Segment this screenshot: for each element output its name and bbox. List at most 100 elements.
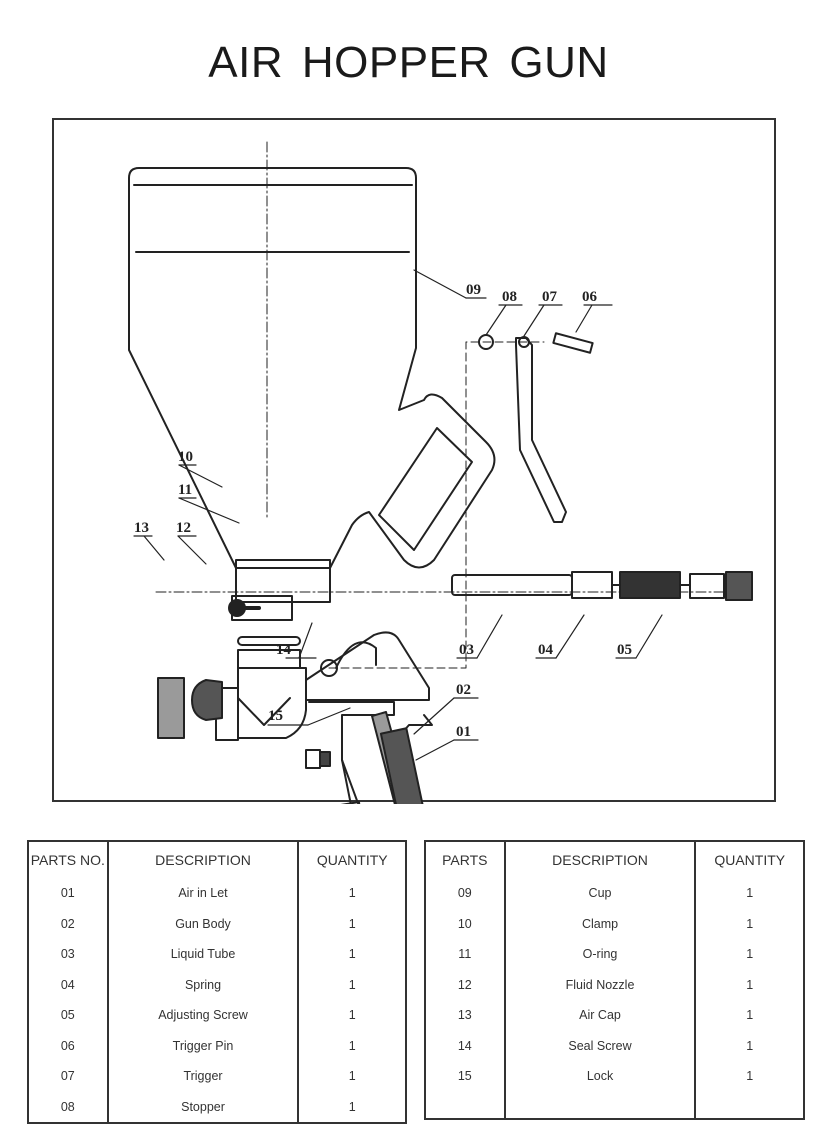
part-quantity: 1	[348, 947, 356, 962]
part-no: 11	[425, 939, 506, 970]
col-header-parts: PARTS	[425, 841, 506, 878]
part-description: Lock	[504, 1061, 697, 1092]
callout-05: 05	[617, 642, 632, 658]
callout-01: 01	[456, 724, 471, 740]
part-description: Air Cap	[504, 1000, 697, 1031]
callout-08: 08	[502, 289, 517, 305]
part-quantity: 1	[746, 916, 754, 931]
part-description: Clamp	[504, 908, 697, 939]
diagram-svg: 09 08 07 06 10 11 13 12 14 15 03 04 05 0…	[128, 141, 753, 804]
part-no: 04	[28, 969, 109, 1000]
callout-03: 03	[459, 642, 474, 658]
part-no: 05	[28, 1000, 109, 1031]
callout-04: 04	[538, 642, 554, 658]
part-no: 03	[28, 939, 109, 970]
hopper-cup	[128, 167, 496, 603]
callout-13: 13	[134, 520, 149, 536]
part-quantity: 1	[746, 1008, 754, 1023]
part-quantity: 1	[348, 886, 356, 901]
callout-09: 09	[466, 282, 481, 298]
trigger-part	[515, 337, 567, 523]
adjusting-screw-part	[679, 571, 753, 601]
part-description: Cup	[504, 878, 697, 909]
part-no: 08	[28, 1091, 109, 1122]
trigger-pivot	[518, 336, 530, 348]
part-no: 02	[28, 908, 109, 939]
col-header-quantity: QUANTITY	[714, 852, 786, 868]
col-header-description: DESCRIPTION	[107, 841, 300, 878]
part-description: Spring	[107, 969, 300, 1000]
assembly-dashed-line	[328, 341, 545, 669]
callout-06: 06	[582, 289, 598, 305]
o-ring-part	[237, 636, 301, 646]
part-quantity: 1	[746, 977, 754, 992]
callout-10: 10	[178, 449, 193, 465]
col-header-description: DESCRIPTION	[504, 841, 697, 878]
page-title: AIR HOPPER GUN	[208, 38, 609, 87]
part-quantity: 1	[746, 947, 754, 962]
part-no: 12	[425, 969, 506, 1000]
part-no: 06	[28, 1030, 109, 1061]
callout-02: 02	[456, 682, 471, 698]
gun-body-part	[215, 631, 433, 804]
part-quantity: 1	[746, 1069, 754, 1084]
part-description: Adjusting Screw	[107, 1000, 300, 1031]
part-description: Trigger	[107, 1061, 300, 1092]
callout-11: 11	[178, 482, 192, 498]
part-description: Stopper	[107, 1091, 300, 1122]
part-description: O-ring	[504, 939, 697, 970]
part-description: Liquid Tube	[107, 939, 300, 970]
spring-part	[611, 571, 681, 599]
part-no: 13	[425, 1000, 506, 1031]
table-filler-row	[28, 1122, 406, 1123]
leader-lines	[133, 269, 663, 761]
callout-07: 07	[542, 289, 558, 305]
part-description: Trigger Pin	[107, 1030, 300, 1061]
part-quantity: 1	[348, 1008, 356, 1023]
liquid-tube-part	[451, 571, 613, 599]
part-quantity: 1	[348, 1069, 356, 1084]
trigger-pin-part	[552, 332, 594, 354]
part-no: 01	[28, 878, 109, 909]
table-filler-row	[425, 1091, 804, 1119]
exploded-diagram: 09 08 07 06 10 11 13 12 14 15 03 04 05 0…	[52, 118, 776, 804]
callout-12: 12	[176, 520, 191, 536]
part-quantity: 1	[348, 977, 356, 992]
part-quantity: 1	[348, 1099, 356, 1114]
part-quantity: 1	[746, 1038, 754, 1053]
callout-14: 14	[276, 642, 292, 658]
part-no: 15	[425, 1061, 506, 1092]
part-description: Air in Let	[107, 878, 300, 909]
part-no: 14	[425, 1030, 506, 1061]
callout-15: 15	[268, 708, 283, 724]
valve-spring	[379, 727, 427, 804]
part-description: Seal Screw	[504, 1030, 697, 1061]
part-quantity: 1	[746, 886, 754, 901]
part-no: 10	[425, 908, 506, 939]
col-header-parts-no: PARTS NO.	[28, 841, 109, 878]
clamp-part	[228, 595, 293, 621]
part-description: Gun Body	[107, 908, 300, 939]
part-no: 09	[425, 878, 506, 909]
part-no: 07	[28, 1061, 109, 1092]
air-cap-part	[157, 677, 185, 739]
part-description: Fluid Nozzle	[504, 969, 697, 1000]
col-header-quantity: QUANTITY	[316, 852, 388, 868]
